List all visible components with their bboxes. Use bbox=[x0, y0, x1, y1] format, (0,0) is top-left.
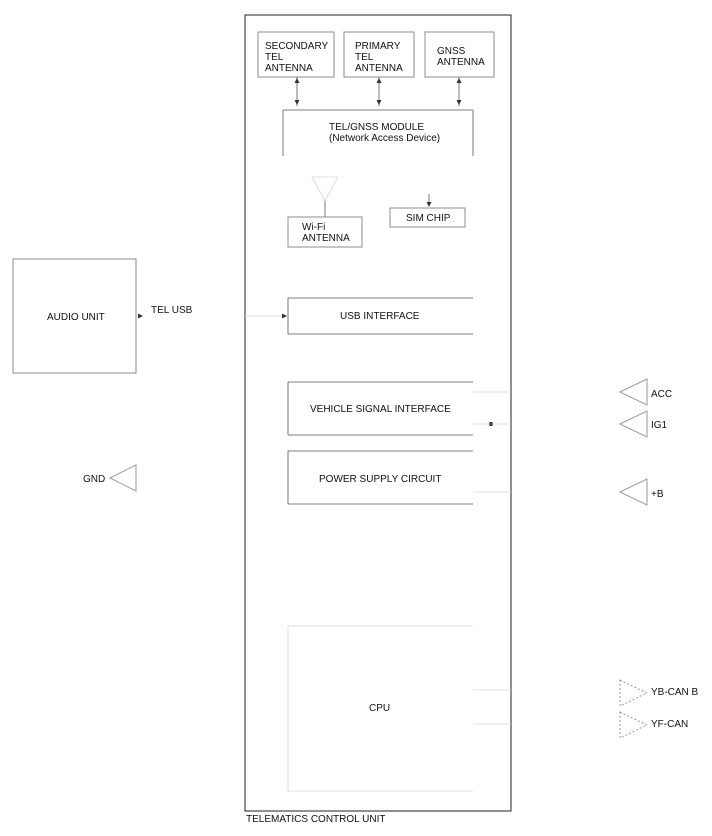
primary-tel-antenna-line-3: ANTENNA bbox=[355, 63, 403, 74]
secondary-tel-antenna-line-3: ANTENNA bbox=[265, 63, 313, 74]
ig1-label: IG1 bbox=[651, 420, 668, 431]
tel-gnss-module-subtitle: (Network Access Device) bbox=[329, 133, 440, 144]
gnd-terminal-icon bbox=[108, 464, 137, 492]
gnss-antenna-block: GNSS ANTENNA bbox=[424, 31, 495, 78]
audio-unit-label: AUDIO UNIT bbox=[47, 312, 105, 323]
wifi-antenna-block: Wi-Fi ANTENNA bbox=[287, 176, 363, 248]
ig1-terminal: IG1 bbox=[618, 410, 668, 438]
plus-b-terminal: +B bbox=[618, 478, 664, 506]
acc-label: ACC bbox=[651, 389, 672, 400]
plus-b-terminal-icon bbox=[618, 478, 648, 506]
telematics-control-unit-frame bbox=[244, 14, 512, 812]
vehicle-signal-interface-block: VEHICLE SIGNAL INTERFACE bbox=[287, 381, 493, 436]
yb-can-b-label: YB-CAN B bbox=[651, 687, 699, 698]
primary-tel-antenna-block: PRIMARY TEL ANTENNA bbox=[343, 31, 415, 78]
wifi-antenna-line-2: ANTENNA bbox=[302, 233, 350, 244]
usb-interface-label: USB INTERFACE bbox=[340, 311, 420, 322]
vehicle-signal-interface-label: VEHICLE SIGNAL INTERFACE bbox=[310, 404, 451, 415]
telematics-control-unit-label: TELEMATICS CONTROL UNIT bbox=[246, 814, 385, 825]
tel-gnss-module-block: TEL/GNSS MODULE (Network Access Device) bbox=[282, 109, 474, 156]
audio-unit-block: AUDIO UNIT bbox=[12, 258, 137, 374]
yb-can-b-terminal-icon bbox=[619, 679, 649, 707]
primary-tel-antenna-line-1: PRIMARY bbox=[355, 41, 401, 52]
terminal-stubs bbox=[473, 391, 511, 725]
gnss-antenna-line-2: ANTENNA bbox=[437, 57, 485, 68]
primary-tel-antenna-line-2: TEL bbox=[355, 52, 374, 63]
gnss-antenna-line-1: GNSS bbox=[437, 46, 466, 57]
yf-can-terminal: YF-CAN bbox=[619, 711, 688, 739]
power-supply-circuit-label: POWER SUPPLY CIRCUIT bbox=[319, 474, 441, 485]
secondary-tel-antenna-line-1: SECONDARY bbox=[265, 41, 328, 52]
power-supply-circuit-block: POWER SUPPLY CIRCUIT bbox=[287, 450, 473, 505]
cpu-block: CPU bbox=[287, 625, 473, 792]
yf-can-terminal-icon bbox=[619, 711, 649, 739]
yb-can-b-terminal: YB-CAN B bbox=[619, 679, 699, 707]
secondary-tel-antenna-block: SECONDARY TEL ANTENNA bbox=[257, 31, 335, 78]
gnd-terminal: GND bbox=[83, 464, 137, 492]
secondary-tel-antenna-line-2: TEL bbox=[265, 52, 284, 63]
gnd-label: GND bbox=[83, 474, 105, 485]
wifi-antenna-line-1: Wi-Fi bbox=[302, 222, 325, 233]
acc-terminal-icon bbox=[618, 378, 648, 406]
yf-can-label: YF-CAN bbox=[651, 719, 688, 730]
sim-chip-label: SIM CHIP bbox=[406, 213, 451, 224]
tel-usb-label: TEL USB bbox=[151, 305, 193, 316]
tel-gnss-module-title: TEL/GNSS MODULE bbox=[329, 122, 424, 133]
sim-chip-block: SIM CHIP bbox=[389, 194, 466, 228]
usb-interface-block: USB INTERFACE bbox=[287, 297, 473, 335]
antenna-connections bbox=[294, 77, 462, 106]
antenna-symbol-icon bbox=[311, 176, 339, 202]
plus-b-label: +B bbox=[651, 489, 664, 500]
cpu-label: CPU bbox=[369, 703, 390, 714]
acc-terminal: ACC bbox=[618, 378, 672, 406]
tel-usb-connection: TEL USB bbox=[138, 305, 287, 319]
ig1-terminal-icon bbox=[618, 410, 648, 438]
